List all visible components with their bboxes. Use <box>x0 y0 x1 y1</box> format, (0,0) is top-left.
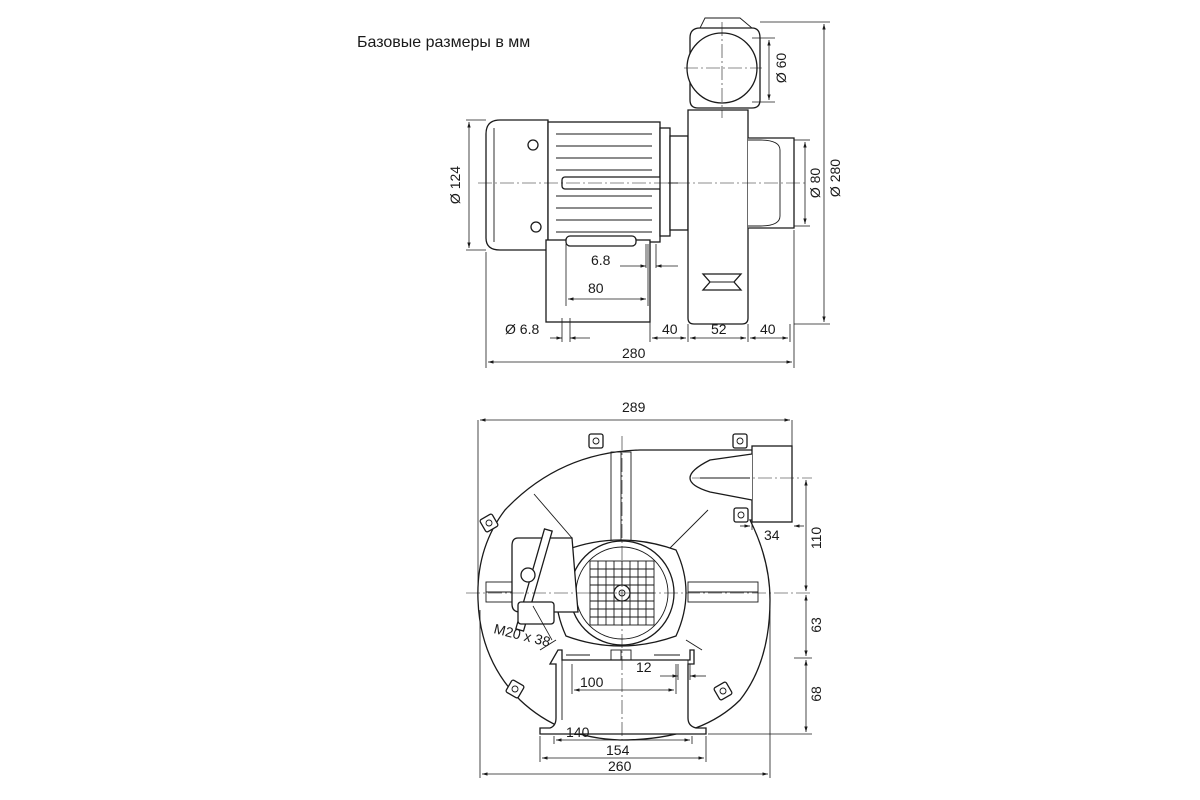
dim-foot-12: 12 <box>636 659 652 675</box>
dim-housing-diameter: Ø 280 <box>827 159 843 197</box>
drawing-title: Базовые размеры в мм <box>357 34 530 51</box>
side-view: Ø 124 Ø 60 Ø 80 Ø 280 6.8 80 Ø 6.8 <box>447 17 843 368</box>
motor-foot <box>545 239 651 323</box>
dim-gap-left: 40 <box>662 321 678 337</box>
dim-outlet-offset: 34 <box>764 527 780 543</box>
motor-end-cap <box>485 119 549 251</box>
dim-height-middle: 63 <box>808 617 824 633</box>
cap-screw-bottom <box>530 221 542 233</box>
cable-gland <box>520 567 536 583</box>
dim-motor-diameter: Ø 124 <box>447 166 463 204</box>
blower-housing <box>687 109 749 325</box>
dim-base-140: 140 <box>566 724 590 740</box>
motor-cooling-fins <box>556 133 652 233</box>
dim-height-lower: 68 <box>808 686 824 702</box>
outlet-flange <box>751 445 793 523</box>
dim-slot: 6.8 <box>591 252 611 268</box>
dim-base-154: 154 <box>606 742 630 758</box>
dim-base-260: 260 <box>608 758 632 774</box>
dim-foot-100: 100 <box>580 674 604 690</box>
dim-width-inlet: 52 <box>711 321 727 337</box>
front-view: M20 x 38 289 34 110 63 68 100 <box>466 399 824 778</box>
dim-length: 280 <box>622 345 646 361</box>
dim-height-upper: 110 <box>808 527 824 550</box>
dim-hole: Ø 6.8 <box>505 321 539 337</box>
dim-gap-right: 40 <box>760 321 776 337</box>
dim-width-top: 289 <box>622 399 646 415</box>
base-feet <box>539 649 707 735</box>
dim-outlet-diameter: Ø 60 <box>773 53 789 84</box>
dim-foot-spacing: 80 <box>588 280 604 296</box>
cap-screw-top <box>527 139 539 151</box>
dim-inlet-diameter: Ø 80 <box>807 168 823 199</box>
